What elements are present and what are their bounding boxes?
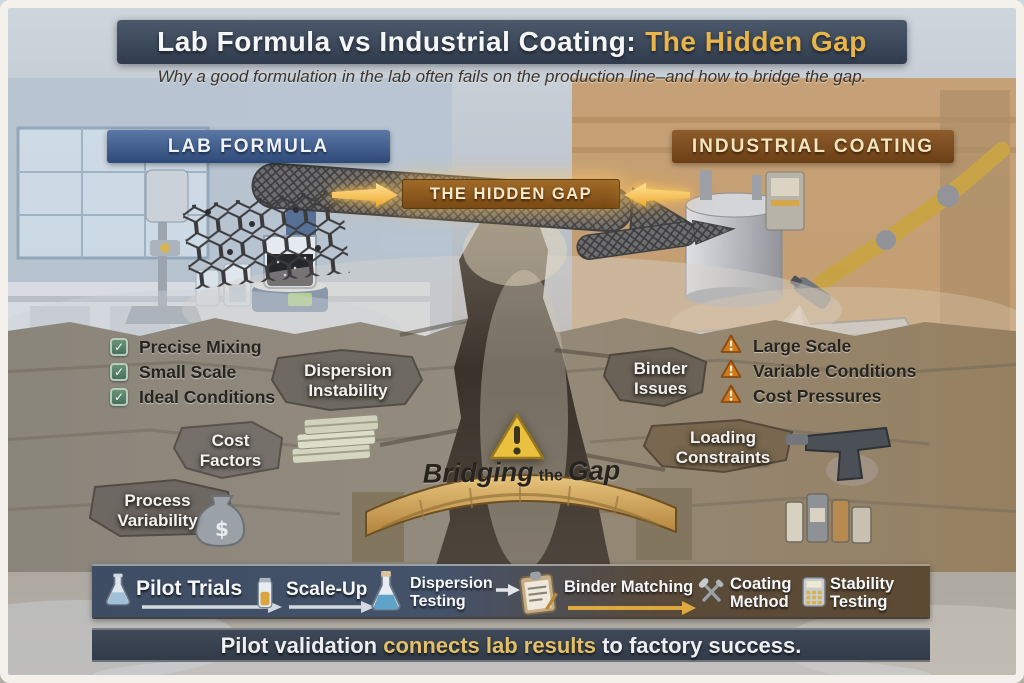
arrow-right-icon [568, 601, 696, 620]
check-icon: ✓ [110, 363, 128, 381]
vial-icon [256, 573, 274, 618]
challenge-label: Large Scale [753, 335, 852, 356]
title-highlight: The Hidden Gap [645, 26, 867, 57]
title-main: Lab Formula vs Industrial Coating: [157, 26, 637, 57]
svg-text:$: $ [215, 517, 229, 541]
bridge-word: the [538, 467, 563, 485]
footer-text: to factory success. [602, 633, 802, 658]
bridge-word: Gap [567, 455, 621, 487]
clipboard-icon [515, 568, 561, 623]
list-item: Cost Pressures [720, 384, 916, 409]
obstacle-binder-issues: Binder Issues [633, 359, 688, 399]
flask-icon [104, 572, 132, 613]
pilot-pipeline-bar: Pilot Trials Scale-Up Dispersion Testing… [92, 564, 930, 619]
pipeline-step-label: Scale-Up [286, 579, 368, 600]
industrial-challenges-list: Large Scale Variable Conditions Cost Pre… [720, 334, 917, 409]
arrow-left-icon [624, 182, 690, 213]
pipeline-step-label: Dispersion Testing [410, 575, 493, 610]
check-icon: ✓ [110, 388, 128, 406]
subtitle: Why a good formulation in the lab often … [157, 67, 867, 86]
warning-icon [720, 359, 742, 384]
list-item: ✓ Small Scale [110, 362, 275, 382]
pipeline-step-label: Pilot Trials [136, 577, 243, 600]
lab-formula-banner: LAB FORMULA [107, 130, 390, 163]
arrow-right-icon [496, 583, 520, 602]
erlenmeyer-icon [369, 571, 403, 618]
list-item: ✓ Precise Mixing [110, 337, 275, 357]
footer-text: Pilot validation [220, 633, 384, 658]
warning-icon [720, 334, 742, 359]
feature-label: Precise Mixing [139, 336, 262, 357]
calculator-icon [802, 576, 826, 613]
pipeline-step-label: Coating Method [730, 575, 792, 612]
list-item: Variable Conditions [720, 359, 917, 384]
page-title: Lab Formula vs Industrial Coating: The Hi… [117, 20, 907, 64]
obstacle-dispersion-instability: Dispersion Instability [304, 361, 392, 401]
list-item: Large Scale [720, 334, 916, 359]
pipeline-step-label: Stability Testing [830, 575, 895, 612]
hidden-gap-banner: THE HIDDEN GAP [402, 179, 620, 209]
challenge-label: Cost Pressures [753, 385, 882, 406]
list-item: ✓ Ideal Conditions [110, 387, 275, 407]
obstacle-loading-constraints: Loading Constraints [675, 428, 771, 468]
warning-triangle-icon [488, 412, 546, 467]
lab-features-list: ✓ Precise Mixing ✓ Small Scale ✓ Ideal C… [110, 337, 275, 407]
obstacle-cost-factors: Cost Factors [199, 431, 262, 471]
bridge-word: Bridging [422, 456, 534, 489]
feature-label: Small Scale [139, 361, 237, 382]
arrow-right-icon [332, 182, 398, 213]
industrial-coating-banner: INDUSTRIAL COATING [672, 130, 954, 163]
feature-label: Ideal Conditions [139, 386, 276, 407]
pipeline-step-label: Binder Matching [564, 578, 694, 596]
coating-tools-icon [696, 575, 726, 614]
warning-icon [720, 384, 742, 409]
challenge-label: Variable Conditions [753, 360, 917, 381]
arrow-right-icon [289, 600, 375, 619]
footer-message: Pilot validation connects lab results to… [92, 628, 930, 662]
obstacle-process-variability: Process Variability [117, 491, 198, 531]
check-icon: ✓ [110, 338, 128, 356]
footer-text-highlight: connects lab results [383, 633, 603, 658]
